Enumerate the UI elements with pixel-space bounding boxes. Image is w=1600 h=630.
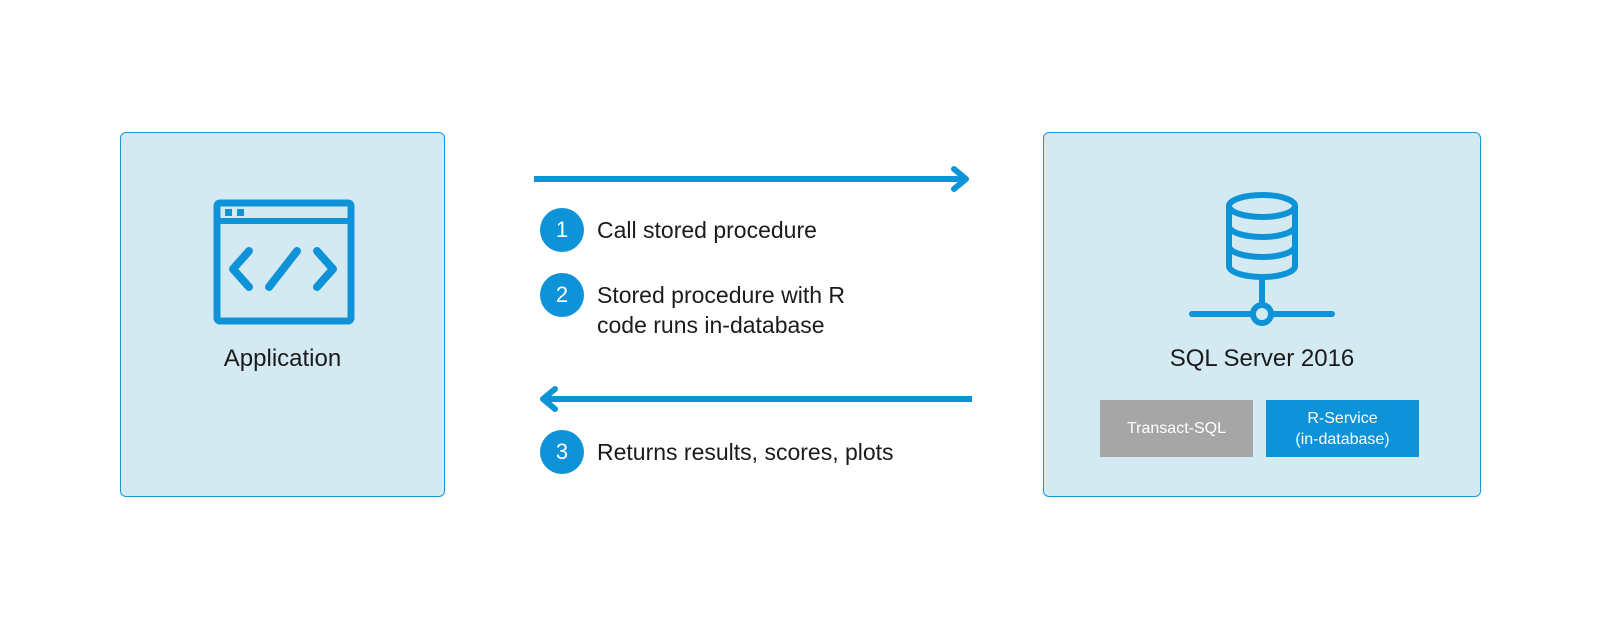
sql-server-label: SQL Server 2016 — [1169, 345, 1355, 372]
step-number-badge: 1 — [540, 208, 584, 252]
application-node: Application — [120, 132, 445, 497]
sql-server-node: SQL Server 2016 Transact-SQL R-Service (… — [1043, 132, 1481, 497]
application-label: Application — [223, 345, 342, 372]
step-text: Call stored procedure — [597, 217, 817, 243]
step-text: Stored procedure with R code runs in-dat… — [597, 282, 846, 338]
step-3: 3 Returns results, scores, plots — [540, 430, 894, 474]
step-number-badge: 2 — [540, 273, 584, 317]
r-service-component: R-Service (in-database) — [1266, 400, 1419, 457]
step-1: 1 Call stored procedure — [540, 208, 817, 252]
arrow-right-icon — [534, 166, 969, 192]
step-2: 2 Stored procedure with R code runs in-d… — [540, 273, 845, 340]
database-network-icon — [1189, 192, 1335, 326]
transact-sql-component: Transact-SQL — [1100, 400, 1253, 457]
step-number-badge: 3 — [540, 430, 584, 474]
step-text: Returns results, scores, plots — [597, 439, 894, 465]
arrow-left-icon — [540, 386, 972, 412]
code-window-icon — [213, 199, 355, 325]
